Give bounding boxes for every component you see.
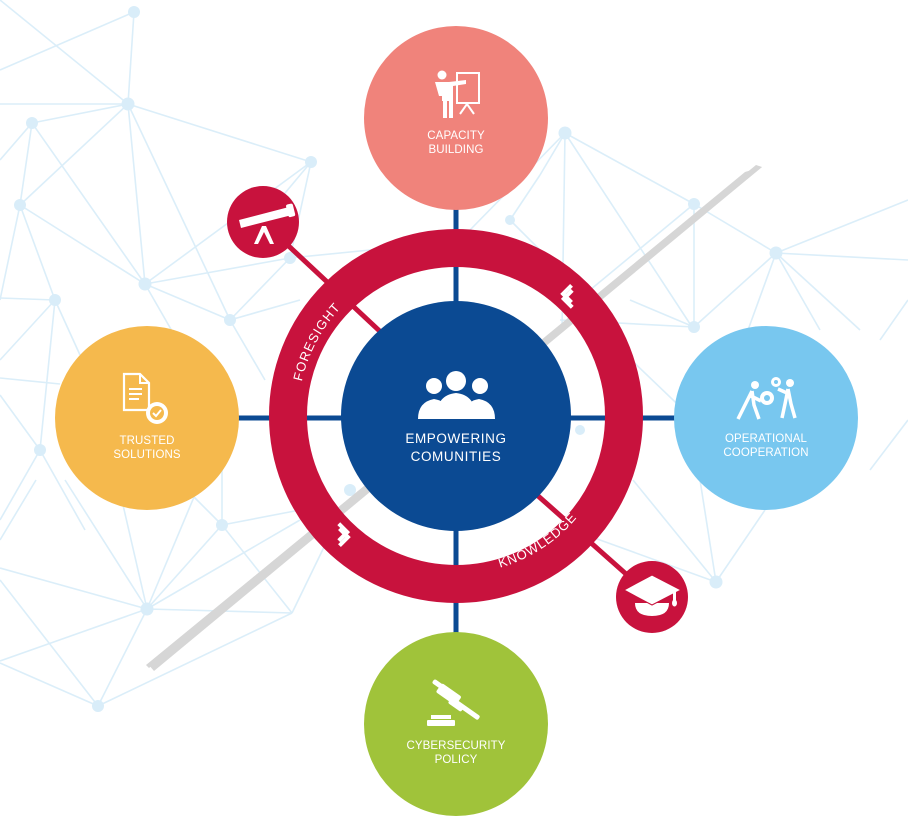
operational-cooperation-label: OPERATIONAL COOPERATION <box>696 432 836 460</box>
double-chevron-down-right-icon <box>560 283 574 309</box>
trusted-solutions-line1: TRUSTED <box>119 435 175 447</box>
cybersecurity-policy-line2: POLICY <box>434 754 478 766</box>
network-nodes <box>14 6 783 712</box>
foresight-knowledge-ring <box>269 229 643 603</box>
operational-cooperation-circle[interactable] <box>674 326 858 510</box>
trusted-solutions-line2: SOLUTIONS <box>113 449 181 461</box>
telescope-icon <box>239 203 296 244</box>
operational-cooperation-line1: OPERATIONAL <box>724 433 808 445</box>
trusted-solutions-label: TRUSTED SOLUTIONS <box>77 434 217 462</box>
people-gears-icon <box>736 377 797 420</box>
graduation-cap-icon <box>622 574 683 616</box>
center-label-line1: EMPOWERING <box>405 431 507 446</box>
capacity-building-line1: CAPACITY <box>427 130 485 142</box>
capacity-building-circle[interactable] <box>364 26 548 210</box>
gavel-icon <box>427 679 480 726</box>
cybersecurity-policy-label: CYBERSECURITY POLICY <box>386 739 526 767</box>
people-group-icon <box>418 371 495 419</box>
center-label: EMPOWERING COMUNITIES <box>366 430 546 466</box>
presentation-board-icon <box>435 70 480 118</box>
center-label-line2: COMUNITIES <box>410 449 502 464</box>
capacity-building-line2: BUILDING <box>428 144 484 156</box>
operational-cooperation-line2: COOPERATION <box>723 447 809 459</box>
double-chevron-up-left-icon <box>337 522 351 548</box>
trusted-solutions-circle[interactable] <box>55 326 239 510</box>
certified-document-icon <box>122 372 168 424</box>
cybersecurity-policy-line1: CYBERSECURITY <box>406 740 506 752</box>
cybersecurity-policy-circle[interactable] <box>364 632 548 816</box>
capacity-building-label: CAPACITY BUILDING <box>386 129 526 157</box>
